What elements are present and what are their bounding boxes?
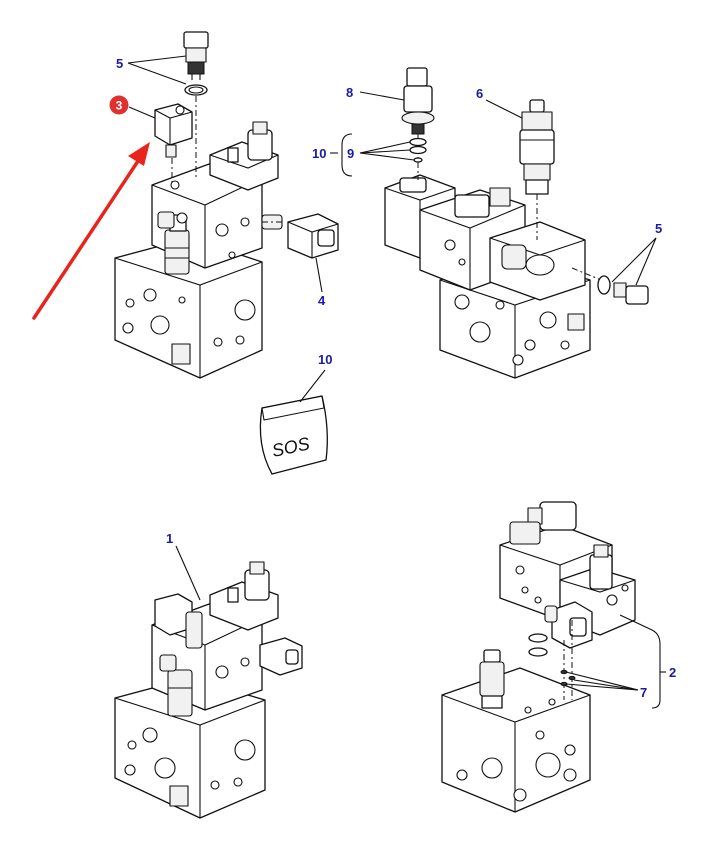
pressure-switch-8 [401,67,435,180]
top-right-valve-assembly [384,174,591,379]
pressure-sensor-5-top [183,31,209,180]
callout-4: 4 [318,293,326,308]
highlight-arrow [32,142,150,320]
callout-3: 3 [116,99,123,113]
callout-6: 6 [476,86,483,101]
callout-7: 7 [640,685,647,700]
callout-10-bag: 10 [318,352,332,367]
o-rings-9 [409,137,427,163]
callout-2: 2 [669,665,676,680]
top-left-valve-assembly [114,121,279,379]
solenoid-valve-4 [261,213,339,259]
callout-9: 9 [347,146,354,161]
bottom-right-valve-assembly [441,501,636,813]
seal-kit-bag-10: SOS [259,395,328,475]
o-rings-7 [528,633,576,687]
callout-8: 8 [346,85,353,100]
pressure-sensor-5-right [571,267,649,305]
callout-1: 1 [166,531,173,546]
callout-10-top: 10 [312,146,326,161]
highlight-badge: 3 [109,95,129,115]
callout-5-top: 5 [116,56,123,71]
solenoid-coil-3 [154,103,193,182]
bottom-left-valve-assembly [114,561,303,819]
callout-5-right: 5 [655,221,662,236]
relief-cartridge-6 [519,99,555,240]
